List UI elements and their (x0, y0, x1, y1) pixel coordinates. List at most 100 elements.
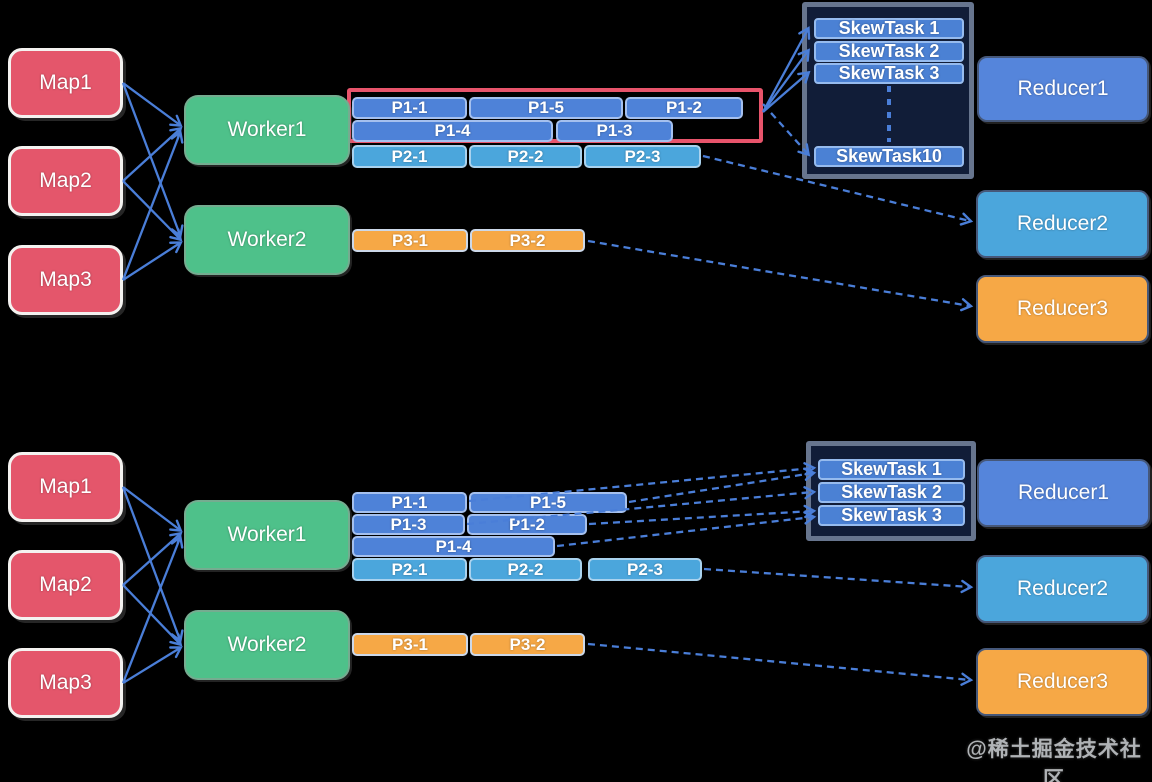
bar-label: P1-1 (391, 98, 428, 117)
top-partition-p1-2: P1-2 (625, 97, 743, 119)
bar-label: P1-4 (435, 536, 472, 556)
skewtask-label: SkewTask 1 (838, 18, 940, 38)
bar-label: P1-3 (596, 121, 633, 140)
bar-label: P2-2 (507, 146, 544, 166)
top-map3-to-top-worker2 (122, 241, 183, 281)
skewtask-label: SkewTask 2 (841, 482, 942, 502)
bar-label: P1-1 (391, 492, 428, 512)
reducer-label: Reducer2 (1016, 212, 1109, 235)
bottom-map1-to-bottom-worker2 (121, 486, 184, 644)
top-partition-p1-5: P1-5 (469, 97, 623, 119)
bottom-partition-p1-3: P1-3 (352, 514, 465, 535)
top-worker2-node: Worker2 (184, 205, 350, 275)
top-worker1-node: Worker1 (184, 95, 350, 165)
bottom-map2-to-bottom-worker2 (122, 584, 183, 647)
bottom-map1-label: Map1 (39, 475, 92, 498)
bottom-partition-p3-2: P3-2 (470, 633, 585, 656)
top-partition-p1-1: P1-1 (352, 97, 467, 119)
top-partition-p1-3: P1-3 (556, 120, 673, 142)
bar-label: P3-1 (392, 230, 428, 250)
top-map3-label: Map3 (39, 268, 92, 291)
top-skewtask-10: SkewTask10 (814, 146, 964, 167)
bottom-map2-node: Map2 (8, 550, 123, 620)
bottom-partition-p1-4: P1-4 (352, 536, 555, 557)
bar-label: P3-2 (509, 230, 546, 250)
bottom-skewtask-2: SkewTask 2 (818, 482, 965, 503)
top-map1-node: Map1 (8, 48, 123, 118)
bottom-map3-to-bottom-worker1 (121, 534, 184, 684)
bottom-partition-p1-5: P1-5 (469, 492, 627, 513)
bottom-partition-p3-1: P3-1 (352, 633, 468, 656)
skewtask-label: SkewTask 3 (841, 505, 942, 525)
top-partition-p2-2: P2-2 (469, 145, 582, 168)
bottom-p3-2-to-bottom-reducer3 (587, 642, 974, 686)
reducer-label: Reducer1 (1017, 77, 1109, 100)
skewtask-label: SkewTask 2 (838, 41, 940, 61)
top-skewtask-2: SkewTask 2 (814, 41, 964, 62)
bottom-worker2-node: Worker2 (184, 610, 350, 680)
bar-label: P1-5 (530, 492, 566, 512)
top-partition-p2-3: P2-3 (584, 145, 701, 168)
top-map1-label: Map1 (39, 71, 92, 94)
bottom-p2-3-to-bottom-reducer2 (703, 567, 974, 594)
bar-label: P2-2 (507, 559, 544, 579)
top-reducer1-node: Reducer1 (977, 56, 1149, 122)
top-map2-label: Map2 (39, 169, 92, 192)
bar-label: P1-2 (509, 514, 545, 534)
bottom-reducer1-node: Reducer1 (977, 459, 1150, 527)
bottom-map1-node: Map1 (8, 452, 123, 522)
bottom-partition-p1-1: P1-1 (352, 492, 467, 513)
top-skewtask-1: SkewTask 1 (814, 18, 964, 39)
bottom-partition-p2-2: P2-2 (469, 558, 582, 581)
reducer-label: Reducer2 (1016, 577, 1109, 600)
bottom-partition-p2-1: P2-1 (352, 558, 467, 581)
top-reducer2-node: Reducer2 (976, 190, 1149, 258)
bottom-map3-label: Map3 (39, 671, 92, 694)
bottom-map1-to-bottom-worker1 (122, 486, 183, 532)
bar-label: P2-3 (624, 146, 661, 166)
bottom-p1-5-to-bottom-skewtask-1 (628, 467, 817, 504)
bottom-map2-label: Map2 (39, 573, 92, 596)
top-p3-2-to-top-reducer3 (587, 239, 974, 312)
top-partition-p3-1: P3-1 (352, 229, 468, 252)
top-map1-to-top-worker2 (121, 82, 184, 239)
top-map1-to-top-worker1 (122, 82, 183, 127)
bottom-reducer3-node: Reducer3 (976, 648, 1149, 716)
bar-label: P3-1 (392, 634, 428, 654)
top-map2-node: Map2 (8, 146, 123, 216)
top-map3-to-top-worker1 (121, 129, 184, 281)
top-map2-to-top-worker2 (122, 180, 183, 242)
bar-label: P1-4 (434, 121, 471, 140)
reducer-label: Reducer1 (1017, 481, 1110, 504)
skewtask-label: SkewTask10 (836, 146, 942, 166)
top-worker2-label: Worker2 (227, 228, 307, 251)
bottom-map2-to-bottom-worker1 (122, 531, 183, 586)
top-partition-p3-2: P3-2 (470, 229, 585, 252)
bar-label: P3-2 (509, 634, 546, 654)
bottom-worker1-node: Worker1 (184, 500, 350, 570)
skewtask-label: SkewTask 3 (838, 63, 940, 83)
bar-label: P1-5 (528, 98, 564, 117)
bottom-map3-node: Map3 (8, 648, 123, 718)
top-worker1-label: Worker1 (227, 118, 307, 141)
top-map2-to-top-worker1 (122, 126, 183, 182)
top-partition-p2-1: P2-1 (352, 145, 467, 168)
bar-label: P2-3 (627, 559, 663, 579)
skewtask-label: SkewTask 1 (841, 459, 942, 479)
top-map3-node: Map3 (8, 245, 123, 315)
bottom-worker1-label: Worker1 (227, 523, 307, 546)
reducer-label: Reducer3 (1016, 670, 1109, 693)
reducer-label: Reducer3 (1016, 297, 1109, 320)
bottom-skewtask-3: SkewTask 3 (818, 505, 965, 526)
top-partition-p1-4: P1-4 (352, 120, 553, 142)
bottom-p1-4-to-bottom-skewtask-3 (556, 511, 817, 548)
bottom-skewtask-1: SkewTask 1 (818, 459, 965, 480)
bottom-partition-p1-2: P1-2 (467, 514, 587, 535)
bar-label: P1-2 (666, 98, 702, 117)
top-skewtask-3: SkewTask 3 (814, 63, 964, 84)
top-reducer3-node: Reducer3 (976, 275, 1149, 343)
bottom-map3-to-bottom-worker2 (122, 646, 183, 684)
bar-label: P1-3 (390, 514, 427, 534)
bar-label: P2-1 (391, 559, 428, 579)
